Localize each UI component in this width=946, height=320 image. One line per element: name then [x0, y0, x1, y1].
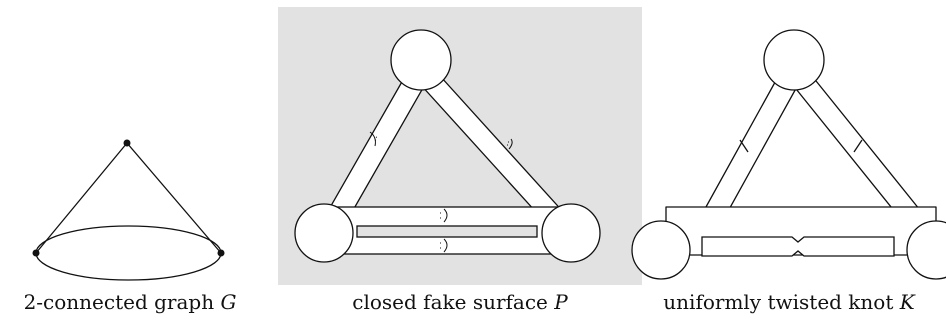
knot-caption-text: uniformly twisted knot [663, 290, 894, 314]
surface-twist-mark-lower [440, 238, 448, 253]
surface-twist-mark-right [507, 138, 513, 150]
surface-disc-left [294, 203, 354, 263]
graph-ellipse-edges [35, 225, 222, 281]
surface-panel: closed fake surface P [278, 0, 642, 320]
knot-disc-top [763, 29, 825, 91]
knot-caption: uniformly twisted knot K [632, 290, 946, 314]
knot-crossing-left [739, 139, 749, 153]
surface-figure [294, 29, 601, 263]
surface-caption-text: closed fake surface [352, 290, 548, 314]
graph-caption: 2-connected graph G [0, 290, 260, 314]
knot-crossing-gaps [742, 140, 860, 152]
surface-twist-mark-upper [440, 208, 448, 223]
knot-disc-left [631, 220, 691, 280]
graph-panel: 2-connected graph G [0, 0, 260, 320]
surface-twist-mark-left [369, 131, 378, 147]
graph-vertex-top [123, 139, 131, 147]
graph-vertex-right [217, 249, 225, 257]
graph-figure [32, 139, 225, 281]
knot-crossing-right [853, 139, 863, 153]
knot-panel: uniformly twisted knot K [631, 0, 946, 320]
knot-band-inner-gap [701, 236, 895, 257]
surface-band-inner-gap [356, 225, 538, 238]
graph-edge-left [35, 142, 128, 254]
graph-caption-text: 2-connected graph [23, 290, 215, 314]
surface-disc-right [541, 203, 601, 263]
surface-caption: closed fake surface P [278, 290, 642, 314]
graph-edge-right [126, 142, 222, 254]
graph-caption-symbol: G [220, 290, 237, 314]
knot-caption-symbol: K [899, 290, 915, 314]
graph-vertex-left [32, 249, 40, 257]
surface-caption-symbol: P [554, 290, 568, 314]
knot-figure [631, 29, 946, 280]
knot-disc-right [906, 220, 946, 280]
surface-disc-top [390, 29, 452, 91]
